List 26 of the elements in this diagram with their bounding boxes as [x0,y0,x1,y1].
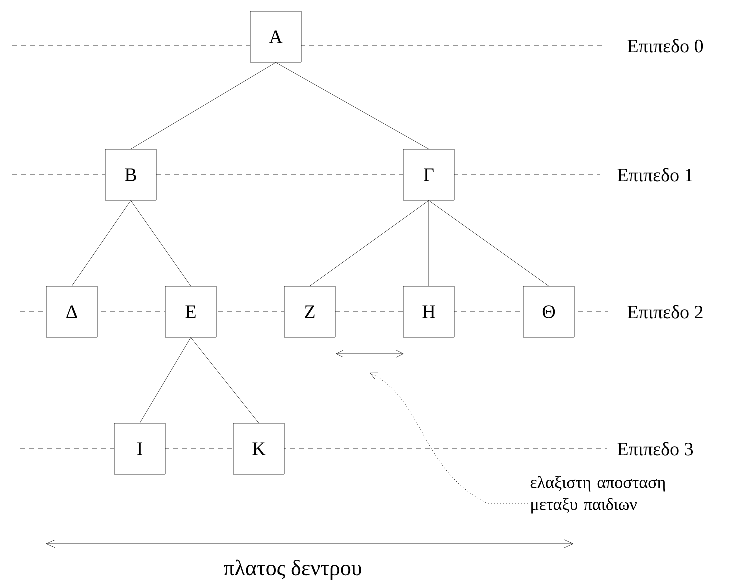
tree-edge [428,200,430,286]
tree-node-box: Α [250,11,302,63]
leader-line [370,372,528,504]
tree-node-box: Δ [46,286,98,338]
annotation-text: ελαξιστη αποσταση μεταξυ παιδιων [530,476,666,514]
tree-node-box: Ε [165,286,217,338]
tree-edge [72,200,132,286]
tree-node-box: Ι [114,423,166,475]
tree-node-box: Θ [523,286,575,338]
tree-edge [310,200,430,286]
level-label: Επιπεδο 3 [618,442,694,456]
tree-edge [140,338,192,424]
tree-edge [428,200,550,286]
tree-edge [276,62,430,150]
tree-node-box: Κ [233,423,285,475]
tree-edge [130,200,192,286]
tree-edge [190,338,260,424]
tree-node-box: Ζ [284,286,336,338]
level-label: Επιπεδο 1 [618,168,693,182]
tree-edge [130,62,276,150]
level-label: Επιπεδο 0 [628,39,704,53]
level-label: Επιπεδο 2 [628,305,703,319]
tree-node-box: Β [105,149,157,201]
tree-node-box: Γ [403,149,455,201]
tree-node-box: Η [403,286,455,338]
width-label: πλατος δεντρου [224,560,362,580]
